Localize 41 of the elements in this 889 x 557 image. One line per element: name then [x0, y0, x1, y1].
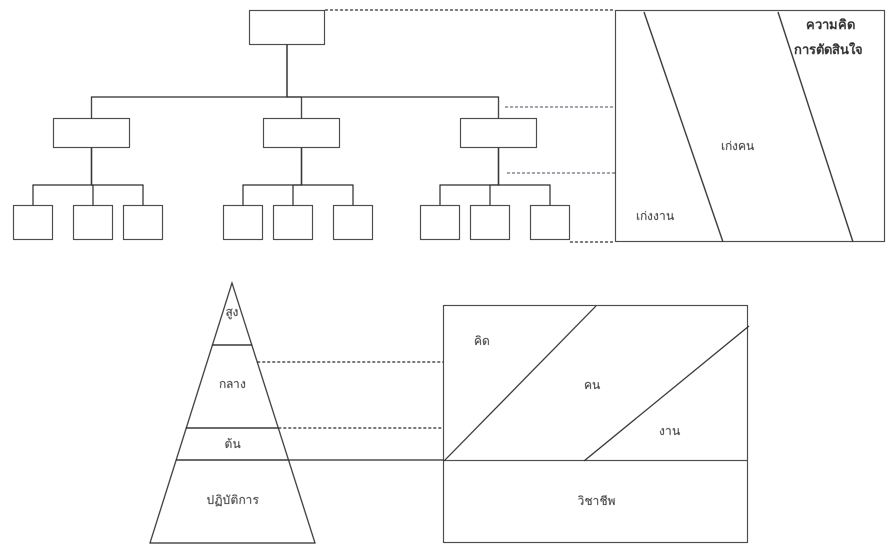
pyramid-band	[176, 428, 289, 460]
connector-line	[325, 9, 615, 11]
level-label: ต้น	[224, 437, 242, 451]
region-label: งาน	[659, 424, 680, 438]
connector-line	[498, 148, 551, 205]
connector-line	[300, 148, 354, 205]
org-box	[263, 118, 340, 148]
connector-line	[286, 45, 500, 118]
pyramid-band	[212, 283, 252, 345]
org-box	[13, 205, 53, 240]
pyramid-band	[186, 345, 279, 428]
level-label: ปฏิบัติการ	[206, 493, 260, 507]
org-box	[470, 205, 510, 240]
heading-text: ความคิด	[806, 19, 855, 33]
connector-line	[90, 148, 144, 205]
region-label: เก่งงาน	[636, 209, 674, 223]
org-box	[460, 118, 537, 148]
org-box	[53, 118, 130, 148]
org-box	[223, 205, 263, 240]
connector-line	[288, 459, 443, 461]
connector-line	[257, 361, 443, 363]
org-box	[333, 205, 373, 240]
pyramid-band	[150, 460, 315, 543]
org-box	[73, 205, 113, 240]
org-box	[420, 205, 460, 240]
level-label: วิชาชีพ	[576, 494, 616, 508]
level-label: กลาง	[218, 377, 247, 391]
table-box	[443, 305, 748, 460]
org-box	[273, 205, 313, 240]
region-label: คิด	[474, 334, 490, 348]
connector-line	[278, 427, 443, 429]
panel-box	[615, 10, 885, 242]
region-label: คน	[584, 378, 600, 392]
region-label: เก่งคน	[721, 139, 754, 153]
heading-text: การตัดสินใจ	[794, 44, 863, 58]
level-label: สูง	[224, 305, 240, 319]
connector-line	[570, 241, 615, 243]
org-box	[530, 205, 570, 240]
table-box	[443, 460, 748, 543]
org-box	[123, 205, 163, 240]
org-box	[249, 10, 325, 45]
